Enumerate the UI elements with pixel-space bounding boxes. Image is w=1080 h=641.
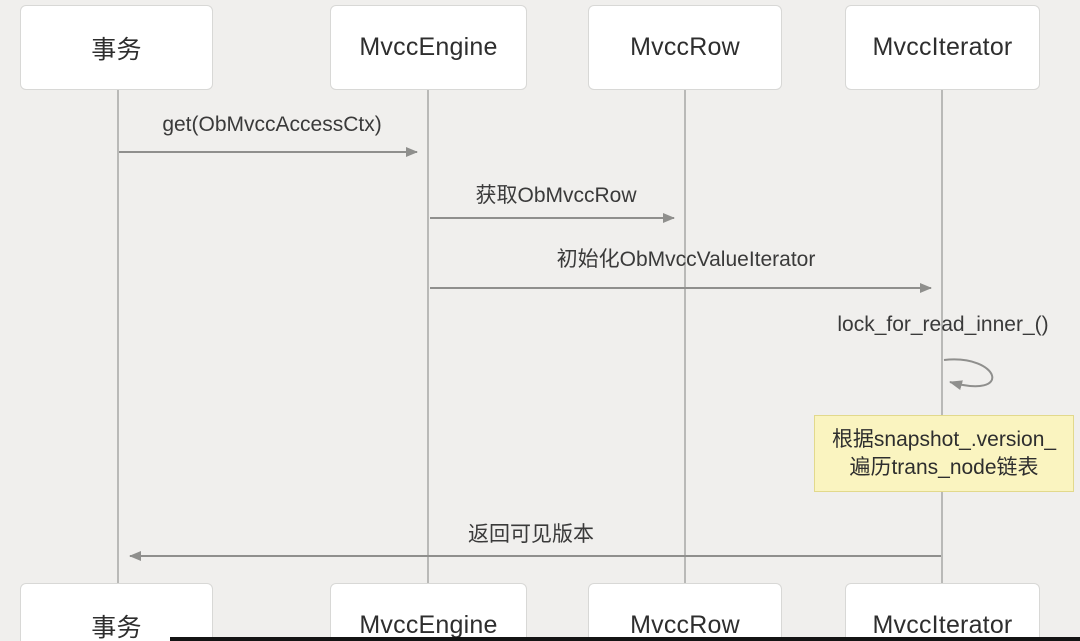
note-line-2: 遍历trans_node链表 — [849, 455, 1039, 479]
message-label-return-visible-version: 返回可见版本 — [468, 523, 594, 546]
participant-label: MvccRow — [630, 33, 740, 61]
participant-label: MvccIterator — [872, 611, 1013, 639]
participant-footer-mvcc-iterator[interactable]: MvccIterator — [845, 583, 1040, 641]
message-label-lock-for-read-inner: lock_for_read_inner_() — [837, 313, 1049, 336]
note-line-1: 根据snapshot_.version_ — [831, 427, 1057, 451]
message-selfloop-lock-for-read-inner — [943, 358, 994, 391]
participant-footer-mvcc-row[interactable]: MvccRow — [588, 583, 782, 641]
message-label-acquire-obmvccrow: 获取ObMvccRow — [475, 184, 637, 207]
participant-label: MvccIterator — [872, 33, 1013, 61]
participant-footer-mvcc-engine[interactable]: MvccEngine — [330, 583, 527, 641]
participant-header-mvcc-row[interactable]: MvccRow — [588, 5, 782, 90]
message-label-get-obmvccaccessctx: get(ObMvccAccessCtx) — [162, 113, 382, 136]
participant-header-transaction[interactable]: 事务 — [20, 5, 213, 90]
message-label-init-obmvccvalueiterator: 初始化ObMvccValueIterator — [556, 248, 816, 271]
participant-label: 事务 — [91, 35, 142, 64]
bottom-edge-strip — [170, 637, 1080, 641]
participant-label: MvccEngine — [359, 611, 498, 639]
participant-label: 事务 — [91, 613, 142, 641]
participant-header-mvcc-engine[interactable]: MvccEngine — [330, 5, 527, 90]
note-traverse-trans-node: 根据snapshot_.version_ 遍历trans_node链表 — [814, 415, 1074, 492]
participant-footer-transaction[interactable]: 事务 — [20, 583, 213, 641]
participant-header-mvcc-iterator[interactable]: MvccIterator — [845, 5, 1040, 90]
participant-label: MvccRow — [630, 611, 740, 639]
participant-label: MvccEngine — [359, 33, 498, 61]
